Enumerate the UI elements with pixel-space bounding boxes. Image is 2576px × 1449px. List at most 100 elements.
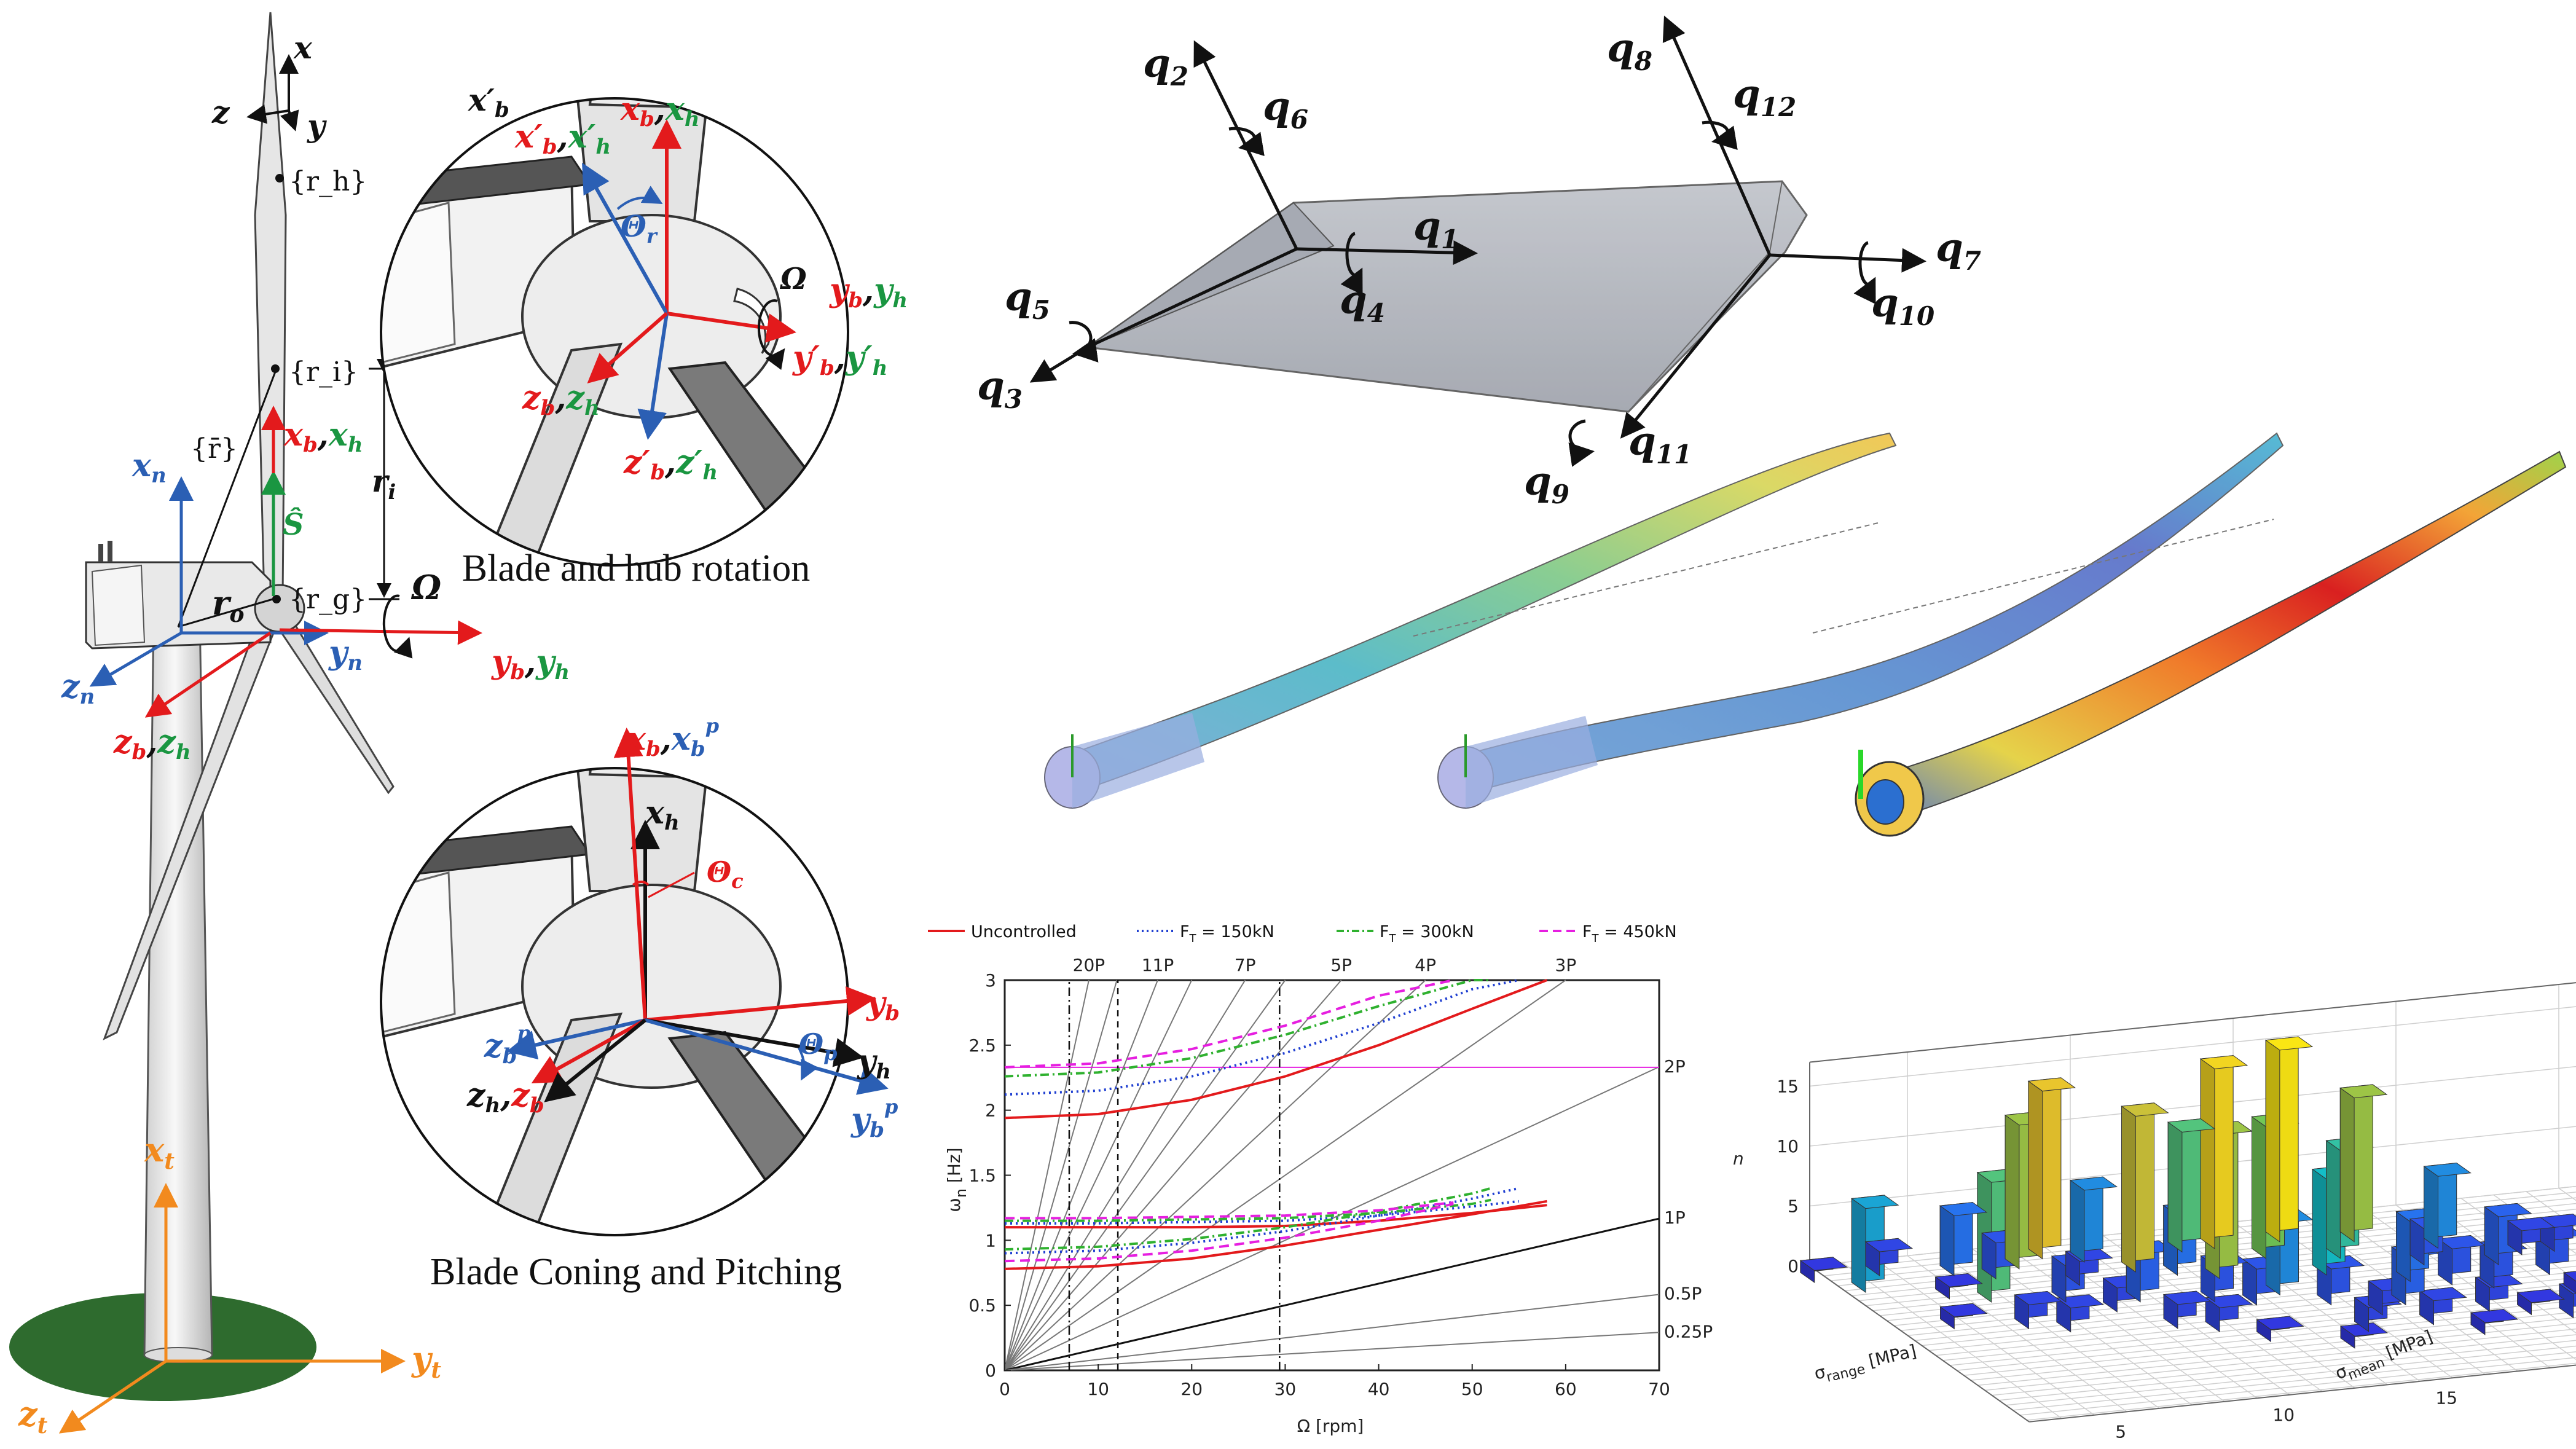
histogram-bar — [2121, 1102, 2169, 1273]
bar-top-face — [1850, 1195, 1899, 1209]
floor-grid-line — [1984, 1328, 2576, 1391]
harmonic-line — [1004, 980, 1286, 1371]
omega-rotation-arrow — [382, 594, 413, 659]
bar-top-face — [1934, 1273, 1983, 1287]
label-q8: q8 — [1607, 25, 1652, 76]
bar-top-face — [2121, 1102, 2169, 1117]
box-edge — [1809, 982, 2576, 1063]
caption-hub-rotation: Blade and hub rotation — [462, 548, 810, 589]
label-rg: {r_g} — [289, 584, 367, 615]
x-tick-label: 10 — [1087, 1379, 1109, 1399]
bar-top-face — [2069, 1176, 2118, 1191]
floor-grid-line — [1998, 1340, 2576, 1401]
blade-mode-2 — [1437, 432, 2284, 809]
harmonic-label-top: 4P — [1415, 955, 1436, 975]
histogram-bar — [2419, 1287, 2467, 1325]
label-xb-prime-xh-prime: x′b,x′h — [514, 118, 611, 159]
histogram-bar — [2470, 1309, 2519, 1335]
label-zn: zn — [61, 668, 95, 709]
bar-top-face — [2423, 1163, 2472, 1177]
label-theta-c: Θc — [707, 855, 744, 893]
box-edge — [2029, 1364, 2576, 1423]
label-yb-yh: yb,yh — [491, 643, 570, 685]
floor-grid-line — [1842, 1262, 2062, 1419]
harmonic-label-top: 11P — [1142, 955, 1174, 975]
harmonic-label-right: 1P — [1664, 1208, 1686, 1228]
histogram-bar — [2162, 1290, 2212, 1329]
bar-top-face — [2204, 1294, 2253, 1308]
harmonic-line — [1004, 980, 1566, 1371]
floor-grid-line — [1971, 1317, 2576, 1381]
histogram-bar — [2167, 1118, 2216, 1253]
histogram-bars — [1799, 1036, 2576, 1349]
label-xt: xt — [144, 1130, 175, 1174]
label-yh-bottom: yh — [857, 1043, 891, 1084]
bar-top-face — [2264, 1036, 2314, 1051]
harmonic-line — [1004, 1332, 1660, 1371]
floor-grid-line — [1928, 1282, 2576, 1351]
x-tick-label: 30 — [1274, 1379, 1297, 1399]
x-tick-label: 20 — [1180, 1379, 1203, 1399]
frequency-curve — [1004, 1200, 1547, 1270]
blade-mode-1 — [1044, 432, 1897, 809]
y-tick-label: 0.5 — [968, 1295, 996, 1316]
histogram-x-axis-label: σrange [MPa] — [1812, 1341, 1919, 1388]
floor-grid-line — [1942, 1294, 2576, 1361]
legend-uncontrolled: Uncontrolled — [971, 922, 1077, 941]
bar-top-face — [2199, 1055, 2248, 1069]
harmonic-lines — [1004, 980, 1660, 1372]
y-tick-label: 1.5 — [968, 1166, 996, 1186]
label-q3: q3 — [977, 363, 1023, 414]
campbell-y-axis-label: ωn [Hz] — [944, 1147, 970, 1212]
harmonic-line — [1004, 1294, 1660, 1371]
harmonic-label-right: 0.5P — [1664, 1284, 1702, 1304]
label-ybp: ybp — [850, 1095, 898, 1142]
beam-element: q2 q6 q1 q4 q5 q3 q8 q12 q7 q10 q11 q9 — [977, 15, 1981, 509]
harmonic-label-top: 3P — [1555, 955, 1577, 975]
histogram-bar — [2339, 1322, 2389, 1349]
label-yn: yn — [328, 634, 363, 675]
bar-side-face — [2200, 1058, 2215, 1249]
legend-450kn: FT = 450kN — [1582, 922, 1677, 945]
floor-grid-line — [2006, 1345, 2576, 1406]
label-q10: q10 — [1871, 280, 1934, 331]
histogram-bar — [1939, 1202, 1988, 1276]
label-zt: zt — [18, 1394, 48, 1439]
y-tick-label: 1 — [985, 1230, 996, 1251]
label-zb-prime-zh-prime: z′b,z′h — [623, 444, 718, 485]
box-edge — [1809, 1265, 2030, 1423]
bar-side-face — [2028, 1080, 2043, 1260]
label-q12: q12 — [1733, 71, 1796, 122]
x-tick-label: 15 — [2435, 1388, 2457, 1408]
bar-top-face — [1939, 1303, 1988, 1317]
bar-side-face — [2252, 1116, 2266, 1259]
tower-top-frame — [246, 54, 299, 132]
bar-top-face — [2339, 1084, 2388, 1099]
label-theta-p: Θp — [799, 1027, 837, 1065]
blade-mode-shapes — [1044, 432, 2567, 837]
campbell-plot-area — [1003, 979, 1660, 1372]
inset-coning-pitching — [380, 728, 889, 1236]
bar-top-face — [2516, 1289, 2565, 1303]
floor-grid-line — [2019, 1357, 2576, 1416]
blade-up — [254, 12, 287, 600]
histogram-bar — [1799, 1257, 1848, 1284]
frequency-curve — [1005, 1204, 1547, 1229]
floor-grid-line — [1949, 1300, 2576, 1366]
label-q4: q4 — [1340, 277, 1385, 328]
label-q6: q6 — [1263, 84, 1308, 135]
bar-top-face — [2483, 1203, 2532, 1217]
bar-side-face — [2396, 1211, 2411, 1282]
label-xb-xh: xb,xh — [283, 416, 363, 457]
label-omega-turbine: Ω — [410, 568, 441, 607]
label-zh-zb: zh,zb — [466, 1077, 544, 1118]
bar-top-face — [1864, 1238, 1914, 1252]
histogram-bar — [2256, 1316, 2304, 1343]
z-tick-label: 10 — [1777, 1136, 1799, 1156]
bar-side-face — [2312, 1168, 2327, 1276]
label-xb-xh-inset: xb,xh — [620, 90, 700, 132]
z-tick-label: 5 — [1788, 1196, 1799, 1217]
harmonic-label-right: 2P — [1664, 1056, 1686, 1077]
floor-grid-line — [2167, 1228, 2388, 1385]
histogram-bar — [2264, 1036, 2314, 1243]
